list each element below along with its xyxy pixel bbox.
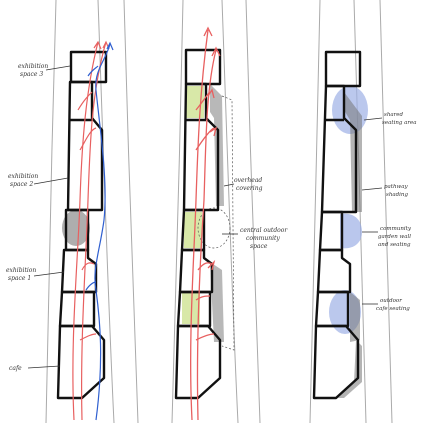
label-cafe: cafe: [9, 365, 22, 372]
canopy-dashed: [197, 95, 235, 351]
panel-outdoor-spaces: overhead covering central outdoor commun…: [174, 26, 289, 421]
label-central-outdoor-community-space: central outdoor community space: [240, 227, 289, 250]
visitor-paths-red-middle: [190, 29, 217, 421]
label-pathway-shading: pathway shading: [384, 184, 409, 198]
shading-grey: [338, 92, 362, 398]
leaders-left: [27, 65, 71, 369]
panel-circulation: exhibition space 3 exhibition space 2 ex…: [6, 40, 114, 421]
label-exhibition-space-1: exhibition space 1: [6, 267, 38, 282]
label-community-garden-wall-and-seating: community garden wall and seating: [378, 226, 413, 248]
label-shared-seating-area: shared seating area: [382, 112, 417, 126]
leaders-right: [361, 117, 383, 305]
building-outline-middle: [174, 48, 222, 400]
visitor-path-blue: [85, 41, 114, 421]
building-outline-right: [312, 50, 362, 400]
panel-shading-seating: shared seating area pathway shading comm…: [312, 50, 417, 400]
leaders-middle: [222, 183, 238, 235]
building-outline-left: [56, 50, 108, 400]
street-lines: [45, 0, 393, 423]
label-exhibition-space-2: exhibition space 2: [8, 173, 40, 188]
community-node: [62, 210, 90, 246]
label-exhibition-space-3: exhibition space 3: [18, 63, 50, 78]
arrows-red-middle: [203, 26, 221, 271]
label-outdoor-cafe-seating: outdoor cafe seating: [376, 298, 410, 312]
label-overhead-covering: overhead covering: [234, 177, 264, 192]
